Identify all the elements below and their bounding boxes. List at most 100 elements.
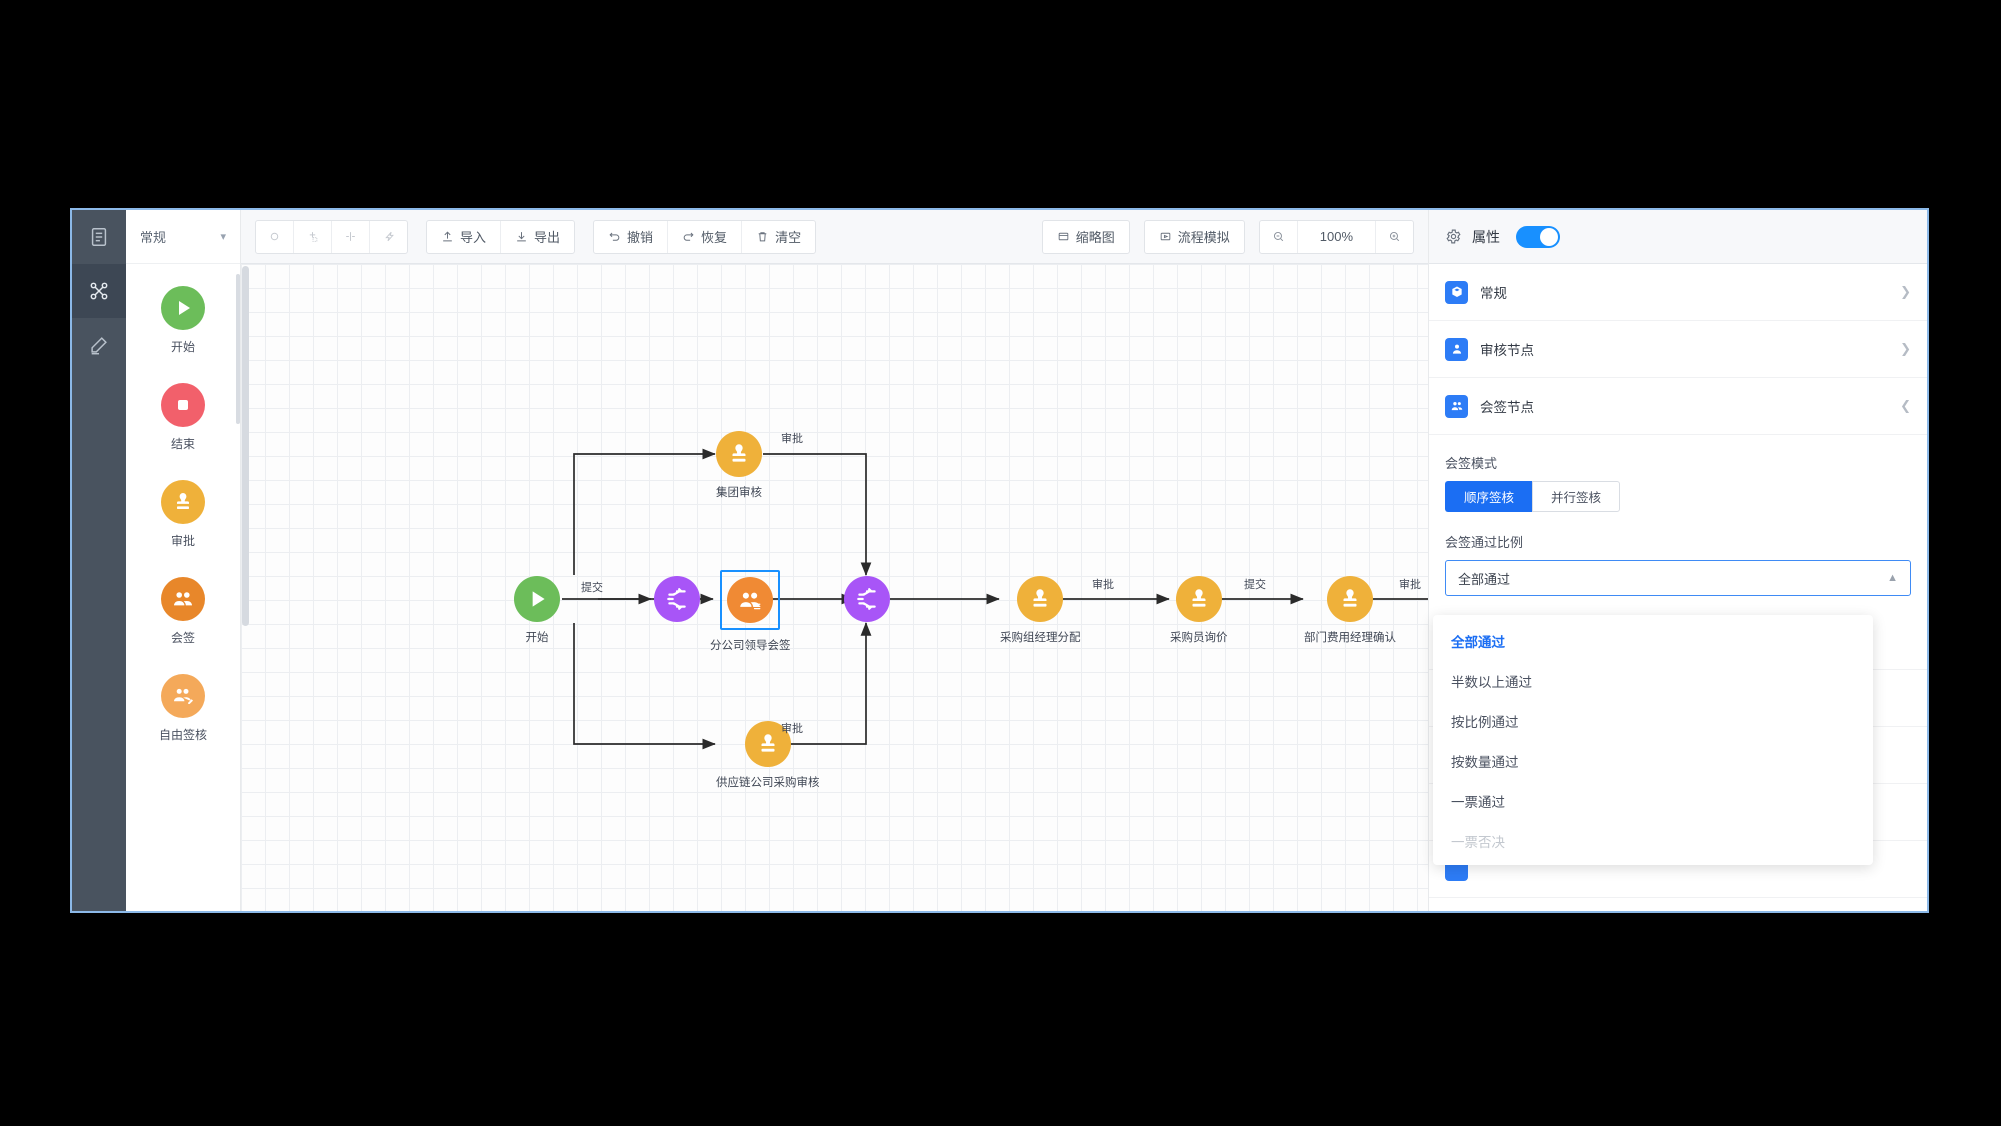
clear-label: 清空 xyxy=(775,230,802,245)
dropdown-option-majority-pass[interactable]: 半数以上通过 xyxy=(1451,675,1532,690)
edge-label: 提交 xyxy=(1244,579,1266,591)
edge-label: 审批 xyxy=(1399,579,1421,591)
cube-icon xyxy=(1451,286,1462,297)
users-icon xyxy=(1451,401,1462,411)
countersign-mode-segmented: 顺序签核 并行签核 xyxy=(1445,481,1911,512)
palette-item-label: 会签 xyxy=(170,631,195,645)
toolbar-group-simulate: 流程模拟 xyxy=(1143,219,1245,254)
rail-button-form-panel[interactable] xyxy=(72,210,126,264)
toggle-knob xyxy=(1540,227,1558,246)
zoom-level-value[interactable]: 100% xyxy=(1298,220,1376,253)
chevron-down-icon: ▾ xyxy=(220,231,226,243)
palette-item-approval[interactable]: 审批 xyxy=(126,480,240,549)
palette-item-start[interactable]: 开始 xyxy=(126,286,240,355)
distribute-button[interactable] xyxy=(332,220,370,253)
flow-node-label: 开始 xyxy=(525,632,549,644)
simulate-icon xyxy=(1160,232,1171,241)
approval-node-shape xyxy=(716,431,762,477)
center-column: 导入 导出 撤销 恢复 清空 xyxy=(241,210,1429,911)
flow-node-purchase-assign[interactable]: 采购组经理分配 xyxy=(1000,576,1081,645)
pen-icon xyxy=(91,337,107,355)
palette-item-countersign[interactable]: 会签 xyxy=(126,577,240,646)
prop-section-review-node[interactable]: 审核节点 ❯ xyxy=(1429,321,1927,378)
flow-node-start[interactable]: 开始 xyxy=(514,576,560,645)
toolbar-group-thumbnail: 缩略图 xyxy=(1041,219,1130,254)
countersign-ratio-select[interactable]: 全部通过 ▲ xyxy=(1445,560,1911,596)
flow-node-branch-countersign[interactable]: 分公司领导会签 xyxy=(710,570,791,653)
flow-node-buyer-inquiry[interactable]: 采购员询价 xyxy=(1170,576,1228,645)
undo-button[interactable]: 撤销 xyxy=(594,220,669,253)
flow-node-label: 集团审核 xyxy=(716,487,762,499)
export-label: 导出 xyxy=(534,230,561,245)
import-button[interactable]: 导入 xyxy=(427,220,502,253)
edge-label: 审批 xyxy=(781,723,803,735)
export-button[interactable]: 导出 xyxy=(501,221,574,253)
zoom-in-button[interactable] xyxy=(1376,221,1413,253)
stamp-icon xyxy=(732,444,746,462)
add-node-icon xyxy=(309,232,318,242)
quick-action-button[interactable] xyxy=(370,221,407,253)
distribute-icon xyxy=(346,232,355,241)
mode-sequential-option[interactable]: 顺序签核 xyxy=(1445,481,1533,512)
redo-label: 恢复 xyxy=(701,230,728,245)
mode-parallel-option[interactable]: 并行签核 xyxy=(1532,481,1621,512)
palette-group-label: 常规 xyxy=(140,230,167,245)
approval-node-shape xyxy=(744,721,791,767)
dropdown-option-all-pass[interactable]: 全部通过 xyxy=(1451,635,1505,650)
countersign-ratio-label: 会签通过比例 xyxy=(1445,535,1524,550)
simulate-button[interactable]: 流程模拟 xyxy=(1145,221,1244,253)
thumbnail-button[interactable]: 缩略图 xyxy=(1043,221,1129,253)
canvas-vertical-scrollbar[interactable] xyxy=(242,266,249,626)
clear-button[interactable]: 清空 xyxy=(742,221,815,253)
palette-scrollbar[interactable] xyxy=(236,274,240,424)
palette-item-end[interactable]: 结束 xyxy=(126,383,240,452)
align-button[interactable] xyxy=(256,220,294,253)
properties-panel: 属性 常规 ❯ 审核节点 ❯ 会签节点 xyxy=(1429,210,1927,911)
chevron-up-icon: ▲ xyxy=(1887,572,1898,584)
palette-group-header[interactable]: 常规 ▾ xyxy=(126,210,240,264)
undo-icon xyxy=(609,232,620,241)
properties-toggle[interactable] xyxy=(1516,225,1560,248)
palette-item-label: 审批 xyxy=(170,534,195,548)
zoom-out-icon xyxy=(1273,231,1283,242)
node-palette: 常规 ▾ 开始 结束 xyxy=(126,210,241,911)
chevron-down-icon: ❮ xyxy=(1900,398,1911,413)
chevron-right-icon: ❯ xyxy=(1900,341,1911,356)
flow-node-label: 采购组经理分配 xyxy=(1000,632,1081,644)
toolbar-group-io: 导入 导出 xyxy=(426,219,576,254)
flow-node-gateway-1[interactable] xyxy=(654,576,700,629)
approval-node-shape xyxy=(1175,576,1222,622)
rail-button-style-editor[interactable] xyxy=(72,318,126,372)
stamp-icon xyxy=(1033,589,1047,607)
redo-button[interactable]: 恢复 xyxy=(668,220,743,253)
stamp-icon xyxy=(761,734,775,752)
stamp-icon xyxy=(1192,589,1206,607)
editor-toolbar: 导入 导出 撤销 恢复 清空 xyxy=(241,210,1428,264)
rail-button-flow-designer[interactable] xyxy=(72,264,126,318)
stop-icon xyxy=(178,400,188,410)
quick-action-icon xyxy=(385,231,394,242)
branch-icon xyxy=(667,588,686,610)
stamp-icon xyxy=(177,493,189,509)
flow-node-label: 分公司领导会签 xyxy=(710,640,791,652)
zoom-out-button[interactable] xyxy=(1260,220,1298,253)
properties-title: 属性 xyxy=(1472,228,1500,245)
chevron-right-icon: ❯ xyxy=(1900,284,1911,299)
dropdown-option-ratio-pass[interactable]: 按比例通过 xyxy=(1451,715,1519,730)
flow-node-label: 部门费用经理确认 xyxy=(1304,632,1396,644)
add-node-button[interactable] xyxy=(294,220,332,253)
dropdown-option-one-vote-pass[interactable]: 一票通过 xyxy=(1451,795,1505,810)
flow-node-group-review[interactable]: 集团审核 xyxy=(716,431,762,500)
flow-node-dept-manager-confirm[interactable]: 部门费用经理确认 xyxy=(1304,576,1396,645)
dropdown-option-count-pass[interactable]: 按数量通过 xyxy=(1451,755,1519,770)
flow-node-gateway-2[interactable] xyxy=(844,576,890,629)
palette-item-free-sign[interactable]: 自由签核 xyxy=(126,674,240,743)
thumbnail-label: 缩略图 xyxy=(1075,230,1115,245)
flow-node-supply-review[interactable]: 供应链公司采购审核 xyxy=(716,721,820,790)
group-icon xyxy=(740,592,761,610)
flow-canvas[interactable]: 开始 集团审核 xyxy=(241,264,1428,911)
prop-section-general[interactable]: 常规 ❯ xyxy=(1429,264,1927,321)
palette-item-label: 开始 xyxy=(170,340,195,354)
prop-section-countersign-node[interactable]: 会签节点 ❮ xyxy=(1429,378,1927,435)
align-icon xyxy=(270,232,279,241)
